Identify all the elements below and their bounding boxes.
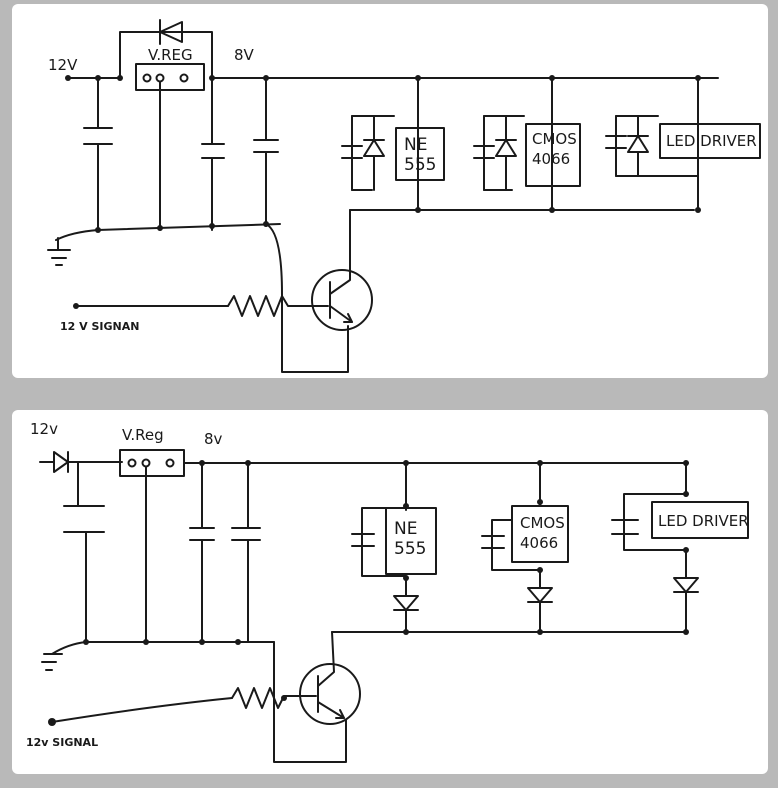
regulator-label: V.REG — [148, 46, 193, 64]
supply-voltage-label: 12v — [30, 420, 58, 438]
switching-transistor — [311, 209, 373, 331]
led-driver-label: LED DRIVER — [666, 132, 757, 150]
signal-input-label: 12v SIGNAL — [26, 736, 98, 749]
voltage-regulator — [119, 449, 185, 643]
input-diode — [39, 451, 69, 473]
supply-voltage-label: 12V — [48, 56, 78, 74]
regulated-voltage-label: 8v — [204, 430, 223, 448]
voltage-regulator — [135, 63, 205, 231]
led-driver-chip: LED DRIVER — [651, 501, 749, 539]
signal-input-label: 12 V SIGNAN — [60, 320, 139, 333]
regulated-voltage-label: 8V — [234, 46, 255, 64]
led-driver-chip: LED DRIVER — [659, 123, 761, 159]
led-driver-label: LED DRIVER — [658, 512, 749, 530]
switching-transistor — [299, 631, 361, 725]
regulator-label: V.Reg — [122, 426, 164, 444]
protection-diode — [119, 19, 213, 79]
